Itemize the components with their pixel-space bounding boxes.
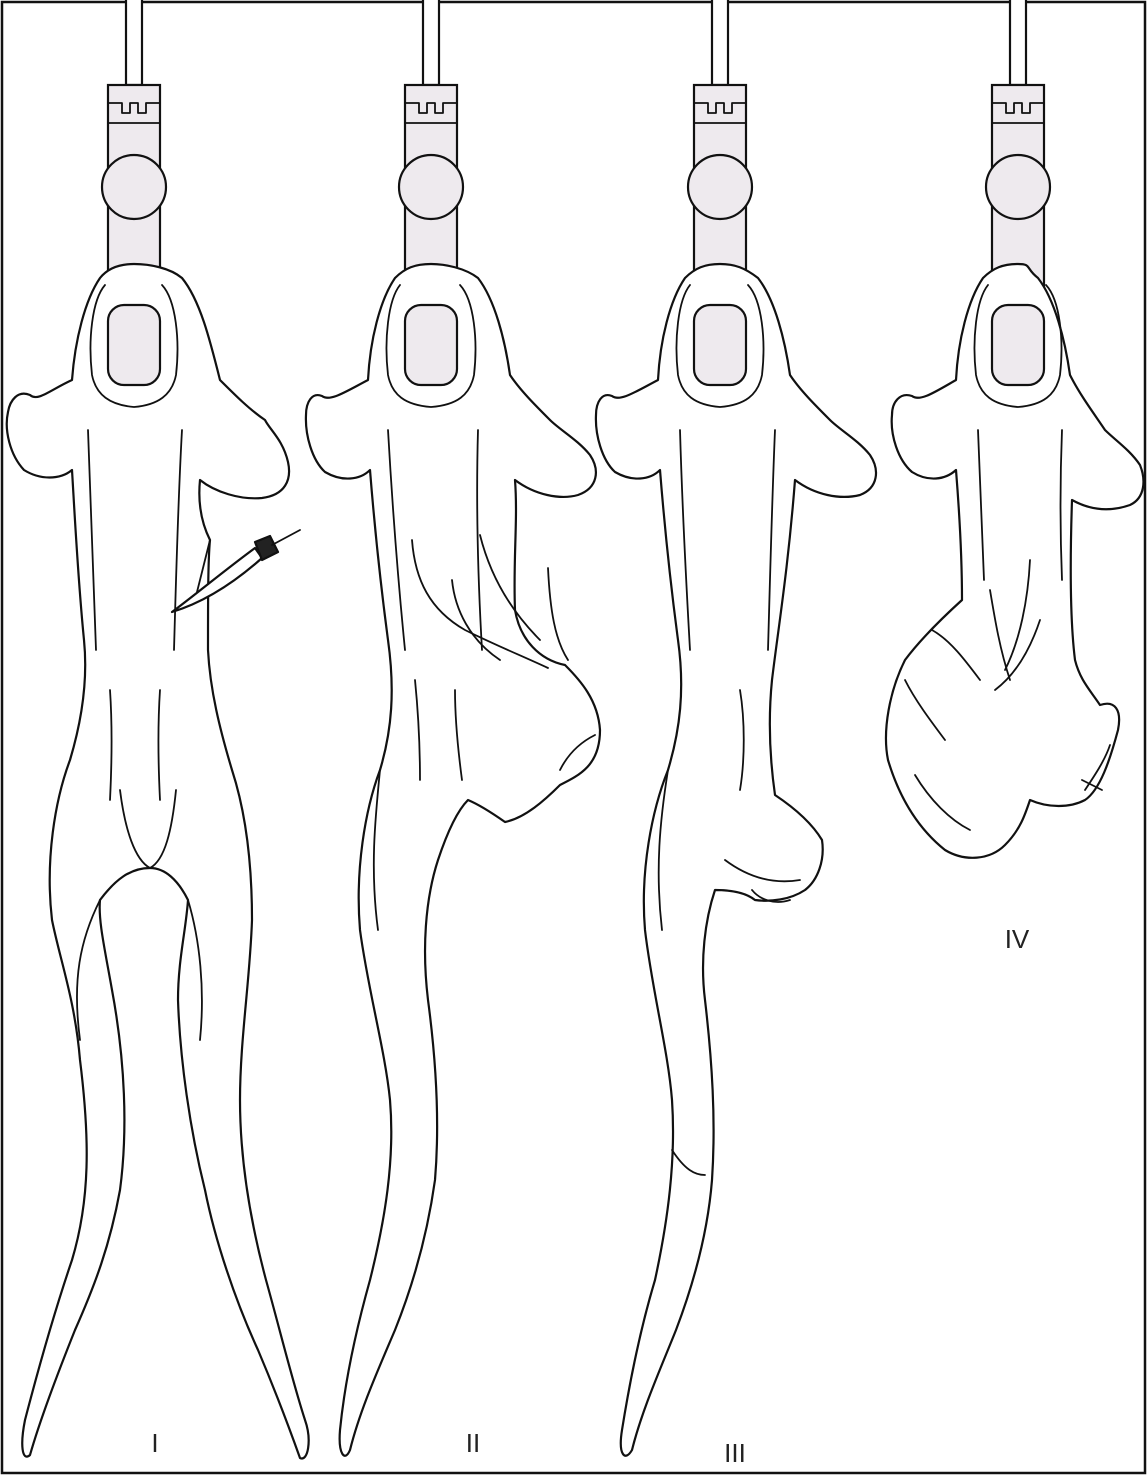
panel-i bbox=[7, 0, 309, 1458]
panel-label-i: I bbox=[151, 1428, 158, 1458]
panel-iv bbox=[886, 0, 1143, 858]
holder-clamp-iii bbox=[688, 0, 752, 305]
holder-clamp-ii bbox=[399, 0, 463, 305]
panel-iii bbox=[596, 0, 876, 1456]
panel-ii bbox=[306, 0, 600, 1456]
panel-label-iv: IV bbox=[1005, 924, 1030, 954]
panel-label-ii: II bbox=[466, 1428, 480, 1458]
panel-label-iii: III bbox=[724, 1438, 746, 1468]
frog-body-ii bbox=[306, 264, 600, 1456]
holder-clamp-i bbox=[102, 0, 166, 305]
frog-body-iii bbox=[596, 264, 876, 1456]
holder-clamp-iv bbox=[986, 0, 1050, 305]
